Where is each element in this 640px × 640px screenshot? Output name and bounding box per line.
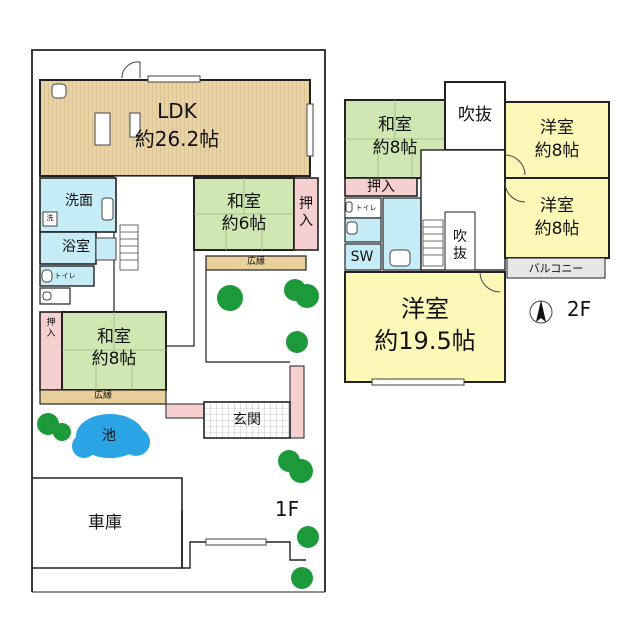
- oshiire-a-label: 押入: [299, 196, 313, 229]
- garden-trees: [37, 279, 319, 589]
- window-big-bottom: [371, 378, 465, 386]
- youshitsu-2-room: [504, 177, 610, 259]
- door-swing-y2: [504, 181, 526, 203]
- entrance-hall: [203, 401, 291, 439]
- balcony-area: [506, 257, 606, 279]
- toilet-fixture-2f: [345, 201, 353, 213]
- entrance-label: 玄関: [233, 412, 261, 428]
- floor-2f-label: 2F: [566, 297, 592, 321]
- oshiire-a-closet: [293, 177, 319, 251]
- washitsu-2f-name-label: 和室: [378, 115, 412, 135]
- washitsu-8-name-label: 和室: [97, 327, 131, 347]
- void-mid-area: [444, 211, 476, 271]
- washitsu-8-size-label: 約8帖: [91, 349, 137, 369]
- door-swing-big: [479, 271, 501, 293]
- youshitsu-2-size-label: 約8帖: [534, 219, 580, 239]
- washitsu-6-name-label: 和室: [227, 192, 261, 212]
- sw-label: SW: [350, 249, 374, 265]
- washroom-label: 洗面: [65, 193, 93, 209]
- washitsu-2f-size-label: 約8帖: [372, 138, 418, 158]
- bathtub: [95, 237, 117, 261]
- washitsu-6-size-label: 約6帖: [221, 214, 267, 234]
- window-top: [147, 75, 201, 83]
- kitchen-counter: [94, 112, 111, 146]
- hiroen-a-label: 広縁: [246, 257, 265, 267]
- door-swing-y1: [504, 154, 526, 176]
- basin-2f-b: [389, 249, 411, 267]
- oshiire-2f-label: 押入: [367, 179, 395, 195]
- north-compass-icon: [529, 300, 553, 324]
- courtyard-wall: [205, 270, 290, 363]
- entrance-approach: [165, 403, 205, 419]
- toilet-2f-label: トイレ: [355, 204, 377, 212]
- ldk-size-label: 約26.2帖: [134, 127, 220, 151]
- bath-label: 浴室: [62, 239, 90, 255]
- oshiire-2f-closet: [344, 177, 418, 197]
- door-swing-top: [121, 61, 141, 79]
- second-floor: [344, 81, 610, 386]
- toilet-fixture-1f: [41, 269, 53, 283]
- youshitsu-1-size-label: 約8帖: [534, 141, 580, 161]
- toilet-1f-label: トイレ: [54, 272, 76, 280]
- oshiire-b-label: 押入: [46, 318, 56, 339]
- gate: [182, 541, 306, 569]
- ldk-room: [39, 79, 311, 177]
- youshitsu-1-room: [504, 101, 610, 179]
- ldk-name-label: LDK: [157, 99, 197, 123]
- stairs-1f: [119, 224, 139, 271]
- ldk-sink: [51, 83, 67, 99]
- wash-basin: [101, 197, 114, 221]
- pond-label: 池: [102, 428, 116, 444]
- lot-boundary: [31, 49, 326, 592]
- utility-basin: [42, 291, 52, 301]
- window-right: [306, 103, 314, 157]
- first-floor: [31, 49, 326, 593]
- wash-machine: [42, 211, 58, 227]
- hiroen-b-label: 広縁: [93, 391, 112, 401]
- stairs-2f: [422, 219, 444, 267]
- youshitsu-2-name-label: 洋室: [540, 196, 574, 216]
- void-top-label: 吹抜: [458, 105, 492, 125]
- void-mid-label: 吹抜: [453, 229, 467, 262]
- youshitsu-big-name-label: 洋室: [401, 295, 449, 323]
- sw-closet: [344, 243, 382, 271]
- basin-2f: [346, 221, 358, 235]
- entrance-path-right: [289, 365, 305, 439]
- garage-label: 車庫: [88, 513, 122, 533]
- hiroen-b-veranda: [39, 389, 167, 405]
- hiroen-a-veranda: [205, 255, 307, 271]
- bathroom: [39, 231, 97, 265]
- youshitsu-big-size-label: 約19.5帖: [374, 327, 476, 355]
- youshitsu-1-name-label: 洋室: [540, 118, 574, 138]
- wash-label: 洗: [46, 214, 54, 222]
- toilet-room-1f: [39, 265, 95, 287]
- floor-1f-label: 1F: [274, 497, 300, 521]
- gate-door: [205, 538, 267, 546]
- balcony-label: バルコニー: [528, 262, 584, 275]
- youshitsu-big-room: [344, 271, 506, 383]
- kitchen-island: [129, 112, 141, 138]
